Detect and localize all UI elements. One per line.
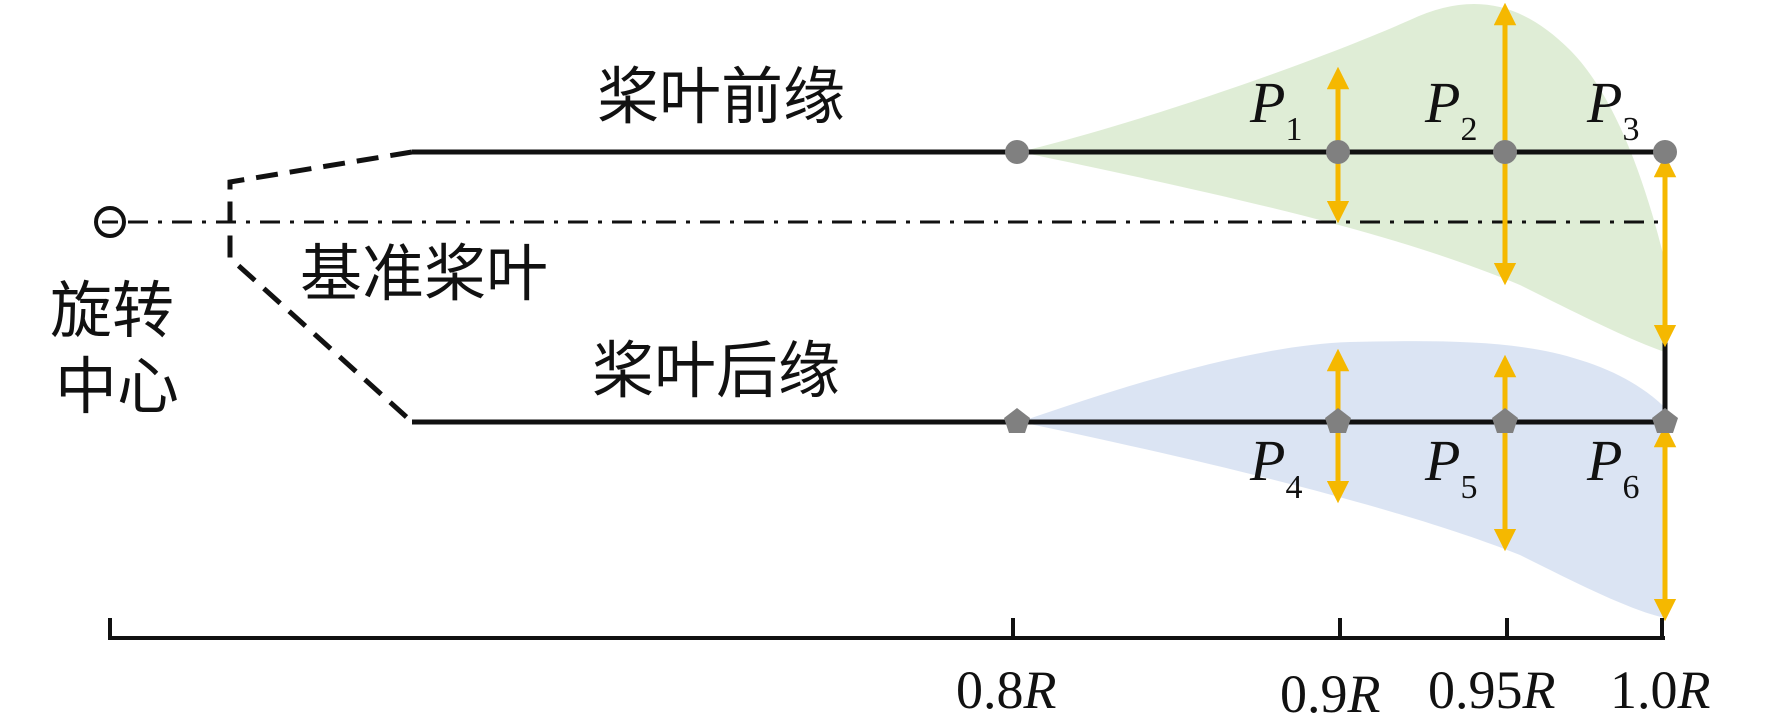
point-label-p5: P5 [1424,428,1477,506]
rotation-center-label-line1: 旋转 [50,274,174,347]
tick-label-1.0R: 1.0R [1610,660,1711,720]
marker-p6 [1652,408,1678,433]
marker-p5 [1492,408,1518,433]
trailing-edge-variation-region [1020,341,1665,618]
marker-p2 [1493,140,1517,164]
marker-p4 [1325,408,1351,433]
point-label-p6: P6 [1586,428,1639,506]
radial-axis [108,618,1665,640]
point-label-p2: P2 [1424,70,1477,148]
point-label-p3: P3 [1586,70,1639,148]
blade-root-dashed-outline [227,149,414,424]
rotation-center-icon [94,206,126,238]
tick-label-0.8R: 0.8R [956,660,1057,720]
trailing-edge-label: 桨叶后缘 [592,334,840,407]
tick-label-0.95R: 0.95R [1428,660,1556,720]
point-label-p1: P1 [1249,70,1302,148]
tick-label-0.9R: 0.9R [1280,664,1381,724]
leading-edge-variation-region [1020,4,1665,353]
marker-leading-0.8R [1005,140,1029,164]
marker-trailing-0.8R [1004,408,1030,433]
point-label-p4: P4 [1249,428,1302,506]
leading-edge-label: 桨叶前缘 [597,60,845,133]
rotation-center-label-line2: 中心 [55,350,179,423]
marker-p1 [1326,140,1350,164]
leading-edge-markers [1005,140,1677,164]
trailing-edge-markers [1004,408,1678,433]
reference-blade-label: 基准桨叶 [300,237,548,310]
marker-p3 [1653,140,1677,164]
